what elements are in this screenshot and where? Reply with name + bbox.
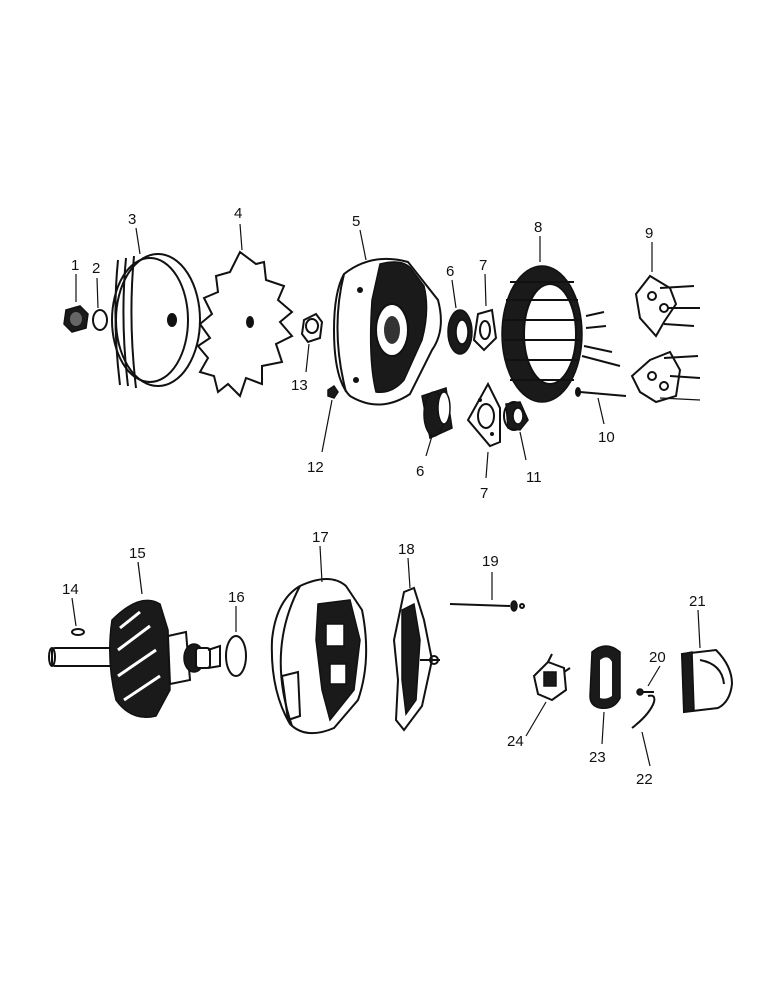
part-1-nut <box>63 305 89 333</box>
leader-6b <box>425 435 433 457</box>
callout-7a: 7 <box>479 257 487 274</box>
leader-7b <box>485 451 489 479</box>
part-2-washer <box>92 309 108 331</box>
callout-19: 19 <box>482 553 499 570</box>
leader-21 <box>697 609 701 649</box>
callout-16: 16 <box>228 589 245 606</box>
part-13-spacer <box>300 312 324 344</box>
part-24-terminal <box>532 653 571 702</box>
leader-11 <box>519 431 527 461</box>
leader-23 <box>601 711 605 745</box>
callout-21: 21 <box>689 593 706 610</box>
callout-6b: 6 <box>416 463 424 480</box>
leader-15 <box>137 561 143 595</box>
part-6-bearing-upper <box>447 309 473 355</box>
part-10-screw <box>575 387 627 397</box>
callout-11: 11 <box>526 469 542 486</box>
leader-10 <box>597 397 605 425</box>
part-15-rotor <box>48 599 221 718</box>
callout-9: 9 <box>645 225 653 242</box>
part-22-clip <box>631 694 656 729</box>
part-7-retainer-plate-lower <box>466 381 501 448</box>
part-6-bearing-lower <box>421 387 453 440</box>
part-23-gasket <box>589 645 621 710</box>
callout-5: 5 <box>352 213 360 230</box>
part-16-o-ring <box>225 635 247 677</box>
leader-17 <box>319 545 323 583</box>
leader-18 <box>407 557 411 589</box>
callout-20: 20 <box>649 649 666 666</box>
part-12-nut <box>327 384 339 399</box>
leader-7a <box>484 273 487 307</box>
part-19-through-bolt <box>449 600 525 612</box>
callout-7b: 7 <box>480 485 488 502</box>
leader-3 <box>135 227 141 255</box>
leader-24 <box>525 701 547 737</box>
leader-22 <box>641 731 651 767</box>
callout-23: 23 <box>589 749 606 766</box>
callout-4: 4 <box>234 205 242 222</box>
part-9-rectifier-assembly <box>630 274 701 404</box>
callout-18: 18 <box>398 541 415 558</box>
callout-1: 1 <box>71 257 79 274</box>
callout-13: 13 <box>291 377 308 394</box>
part-18-brush-holder <box>392 586 440 732</box>
callout-10: 10 <box>598 429 615 446</box>
part-5-drive-end-frame <box>332 257 442 406</box>
callout-6a: 6 <box>446 263 454 280</box>
leader-2 <box>96 277 99 309</box>
leader-14 <box>71 597 77 627</box>
part-8-stator <box>501 265 621 403</box>
leader-12 <box>321 399 333 453</box>
part-20-screw <box>636 688 654 696</box>
part-17-slip-ring-end-frame <box>270 578 368 735</box>
callout-14: 14 <box>62 581 79 598</box>
part-3-pulley <box>111 253 201 389</box>
leader-4 <box>239 223 243 251</box>
leader-5 <box>359 229 367 261</box>
leader-20 <box>647 665 661 687</box>
callout-15: 15 <box>129 545 146 562</box>
part-21-end-cover <box>680 648 734 714</box>
callout-12: 12 <box>307 459 324 476</box>
leader-6a <box>451 279 457 309</box>
callout-3: 3 <box>128 211 136 228</box>
callout-8: 8 <box>534 219 542 236</box>
leader-13 <box>305 343 310 373</box>
part-11-bushing <box>503 401 529 431</box>
part-7-retainer-upper <box>472 308 498 352</box>
callout-24: 24 <box>507 733 524 750</box>
part-14-key <box>71 628 85 636</box>
callout-17: 17 <box>312 529 329 546</box>
callout-2: 2 <box>92 260 100 277</box>
part-4-fan <box>196 250 294 398</box>
callout-22: 22 <box>636 771 653 788</box>
